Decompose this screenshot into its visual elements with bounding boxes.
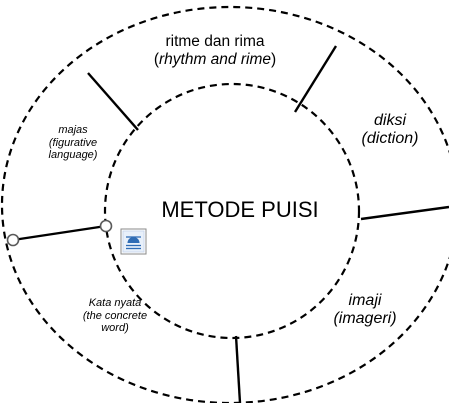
segment-label-left-line3: language) [48,149,98,162]
segment-label-bottom-left: Kata nyata (the concrete word) [65,297,165,335]
connector-left[interactable] [12,224,107,242]
segment-label-left-line1: majas [58,124,88,136]
segment-label-left-line2: (figurative [48,136,98,149]
segment-label-right-lower: imaji (imageri) [320,292,410,329]
segment-label-top-line2: (rhythm and rime) [153,50,277,68]
segment-label-top: ritme dan rima (rhythm and rime) [130,33,300,69]
segment-label-bottom-left-line3: word) [101,322,129,335]
layout-options-icon[interactable] [120,228,147,255]
segment-label-bottom-left-line1: Kata nyata [88,297,142,309]
segment-label-left: majas (figurative language) [28,124,118,162]
segment-label-right-upper: diksi (diction) [345,112,435,149]
segment-label-right-lower-line2: (imageri) [333,310,397,328]
segment-label-top-line1: ritme dan rima [165,33,265,50]
inner-circle [103,82,361,340]
segment-label-right-lower-line1: imaji [348,292,382,309]
divider-top-right [293,45,338,113]
segment-label-right-upper-line1: diksi [373,112,406,129]
segment-label-right-upper-line2: (diction) [361,130,419,148]
circle-handle-icon[interactable] [99,219,113,233]
divider-right [360,205,449,221]
segment-label-bottom-left-line2: (the concrete [82,309,148,322]
center-label: METODE PUISI [161,197,319,222]
divider-bottom [234,335,242,403]
divider-top-left [87,72,139,131]
circle-handle-icon[interactable] [6,233,20,247]
